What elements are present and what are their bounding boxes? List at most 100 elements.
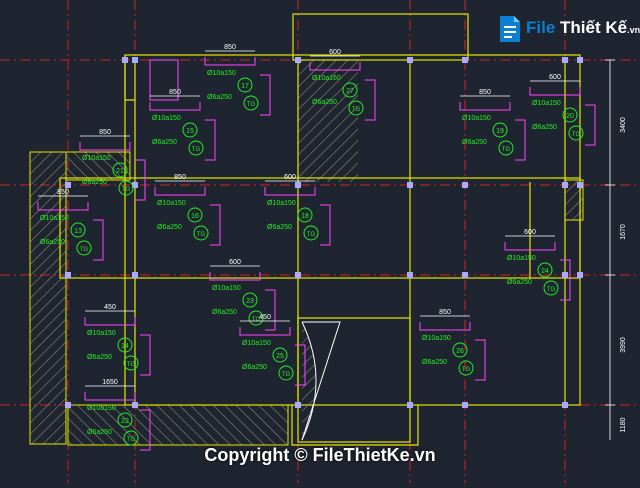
panel-id-circle: [452, 342, 468, 358]
file-thietke-logo-icon: [500, 16, 520, 42]
top-rebar-mark: [504, 242, 556, 251]
column-marker: [407, 272, 413, 278]
column-marker: [407, 402, 413, 408]
bottom-rebar-spec: Ø6a250: [212, 309, 237, 316]
tg-mark: TG: [282, 372, 291, 378]
stair-void: [301, 321, 341, 441]
panel-id: 20: [566, 113, 574, 120]
tg-mark-circle: [123, 430, 139, 446]
panel-id-circle: [342, 82, 358, 98]
site-logo[interactable]: File Thiết Kế.vn: [496, 14, 640, 44]
top-rebar-spec: Ø10a160: [312, 75, 341, 82]
logo-wordmark: File Thiết Kế.vn: [526, 18, 640, 38]
tg-mark: TG: [547, 287, 556, 293]
tg-mark: TG: [572, 132, 581, 138]
tg-mark: TG: [252, 317, 261, 323]
top-rebar-spec: Ø10a150: [242, 340, 271, 347]
panel-id-circle: [187, 207, 203, 223]
top-rebar-spec: Ø10a150: [212, 285, 241, 292]
bottom-rebar-spec: Ø6a250: [267, 224, 292, 231]
tg-mark-circle: [278, 365, 294, 381]
column-marker: [462, 57, 468, 63]
panel-id: 17: [241, 83, 249, 90]
top-rebar-mark: [84, 392, 136, 401]
panel-dimension: 850: [479, 89, 491, 96]
bottom-rebar-spec: Ø6a250: [207, 94, 232, 101]
bottom-rebar-spec: Ø6a250: [87, 429, 112, 436]
dim-right-4: 1180: [620, 417, 627, 432]
tg-mark: TG: [502, 147, 511, 153]
column-marker: [562, 272, 568, 278]
panel-id-circle: [537, 262, 553, 278]
top-rebar-spec: Ø10a150: [152, 115, 181, 122]
top-rebar-spec: Ø10a150: [422, 335, 451, 342]
panel-id-circle: [117, 337, 133, 353]
top-rebar-spec: Ø10a150: [157, 200, 186, 207]
side-rebar-mark: [260, 74, 271, 116]
panel-id-circle: [242, 292, 258, 308]
tg-mark: TG: [352, 107, 361, 113]
panel-id: 18: [301, 213, 309, 220]
side-rebar-mark: [515, 119, 526, 161]
top-rebar-mark: [204, 57, 256, 66]
rooftop-block: [149, 59, 179, 101]
tg-mark: TG: [192, 147, 201, 153]
column-marker: [132, 402, 138, 408]
bottom-rebar-spec: Ø6a250: [82, 179, 107, 186]
tg-mark-circle: [123, 355, 139, 371]
panel-dimension: 850: [224, 44, 236, 51]
logo-brand: File: [526, 18, 556, 37]
side-rebar-mark: [93, 219, 104, 261]
rebar-labels: 85021Ø10a150Ø6a250TG85015Ø10a150Ø6a250TG…: [38, 44, 584, 446]
side-rebar-mark: [475, 339, 486, 381]
side-rebar-mark: [140, 409, 151, 451]
top-rebar-spec: Ø10a150: [87, 405, 116, 412]
top-rebar-mark: [264, 187, 316, 196]
panel-id: 13: [74, 228, 82, 235]
bottom-rebar-spec: Ø6a250: [422, 359, 447, 366]
panel-id: 27: [346, 88, 354, 95]
panel-dimension: 600: [524, 229, 536, 236]
top-rebar-mark: [84, 317, 136, 326]
column-marker: [407, 57, 413, 63]
column-marker: [562, 57, 568, 63]
panel-id: 19: [496, 128, 504, 135]
tg-mark: TG: [127, 437, 136, 443]
tg-mark-circle: [543, 280, 559, 296]
bottom-rebar-spec: Ø6a250: [312, 99, 337, 106]
bottom-rebar-spec: Ø6a250: [40, 239, 65, 246]
panel-dimension: 600: [329, 49, 341, 56]
panel-dimension: 850: [99, 129, 111, 136]
column-marker: [462, 402, 468, 408]
tg-mark-circle: [458, 360, 474, 376]
panel-id: 23: [246, 298, 254, 305]
tg-mark-circle: [118, 180, 134, 196]
panel-dimension: 450: [259, 314, 271, 321]
column-marker: [577, 272, 583, 278]
side-rebar-mark: [295, 344, 306, 386]
bottom-rebar-spec: Ø6a250: [462, 139, 487, 146]
bottom-rebar-spec: Ø6a250: [157, 224, 182, 231]
side-rebar-mark: [560, 259, 571, 301]
dim-right-1: 3400: [620, 117, 627, 133]
tg-mark-circle: [303, 225, 319, 241]
column-marker: [462, 182, 468, 188]
hatched-areas: [29, 60, 584, 446]
column-marker: [65, 182, 71, 188]
panel-id: 25: [276, 353, 284, 360]
panel-id: 15: [186, 128, 194, 135]
tg-mark-circle: [188, 140, 204, 156]
column-marker: [562, 402, 568, 408]
top-rebar-spec: Ø10a150: [87, 330, 116, 337]
side-rebar-mark: [585, 104, 596, 146]
tg-mark-circle: [248, 310, 264, 326]
top-rebar-spec: Ø10a150: [532, 100, 561, 107]
top-rebar-spec: Ø10a150: [40, 215, 69, 222]
tg-mark: TG: [122, 187, 131, 193]
column-marker: [132, 182, 138, 188]
top-rebar-mark: [149, 102, 201, 111]
panel-id: 22: [121, 418, 129, 425]
column-marker: [562, 182, 568, 188]
panel-dimension: 450: [104, 304, 116, 311]
